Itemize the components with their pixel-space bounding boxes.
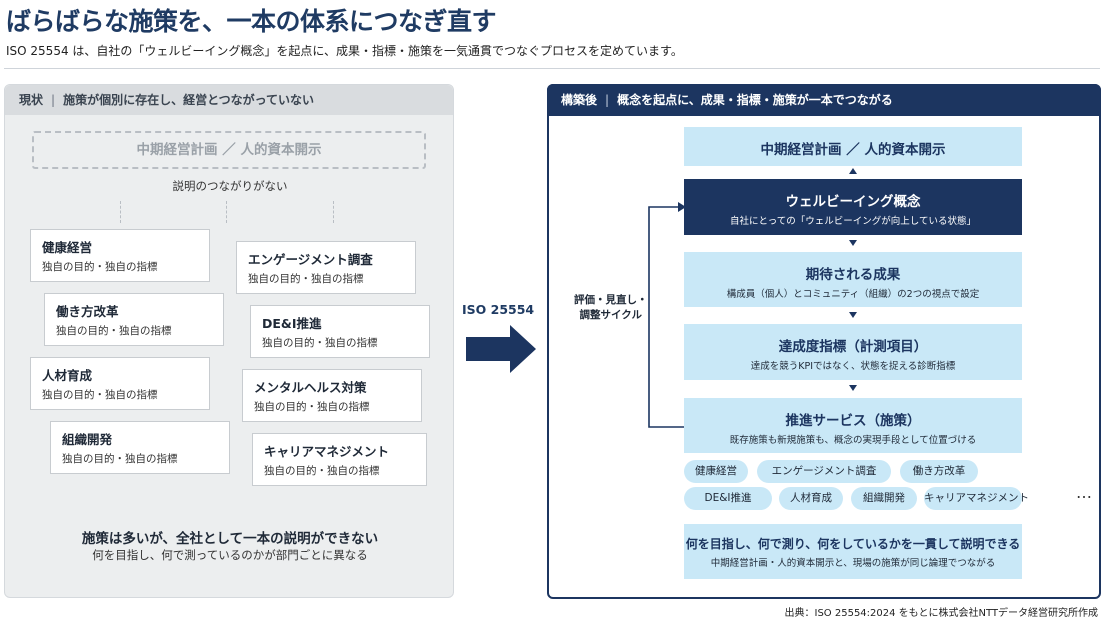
- initiative-card-hr-development: 人材育成 独自の目的・独自の指標: [30, 357, 210, 410]
- initiative-desc: 独自の目的・独自の指標: [254, 401, 370, 413]
- wellbeing-concept-box: ウェルビーイング概念 自社にとっての「ウェルビーイングが向上している状態」: [684, 179, 1022, 235]
- consistent-explanation-box: 何を目指し、何で測り、何をしているかを一貫して説明できる 中期経営計画・人的資本…: [684, 524, 1022, 579]
- more-ellipsis: …: [1076, 483, 1093, 502]
- feedback-loop-line: [648, 202, 686, 428]
- transition-arrow-icon: [466, 325, 536, 373]
- promotion-services-box: 推進サービス（施策） 既存施策も新規施策も、概念の実現手段として位置づける: [684, 398, 1022, 453]
- down-arrow-icon: [849, 240, 857, 246]
- current-state-panel: 現状 | 施策が個別に存在し、経営とつながっていない 中期経営計画 ／ 人的資本開示…: [4, 84, 454, 598]
- initiative-pill: 健康経営: [684, 460, 748, 483]
- future-state-header: 構築後 | 概念を起点に、成果・指標・施策が一本でつながる: [547, 84, 1101, 116]
- current-state-text: 施策が個別に存在し、経営とつながっていない: [63, 93, 314, 107]
- initiative-pill: 人材育成: [779, 487, 843, 510]
- initiative-name: DE&I推進: [262, 316, 322, 331]
- future-state-conclusion-sub: 中期経営計画・人的資本開示と、現場の施策が同じ論理でつながる: [710, 558, 996, 569]
- current-state-conclusion: 施策は多いが、全社として一本の説明ができない: [81, 531, 379, 547]
- expected-outcomes-box: 期待される成果 構成員（個人）とコミュニティ（組織）の2つの視点で設定: [684, 252, 1022, 307]
- future-state-tag: 構築後: [561, 93, 598, 107]
- future-state-conclusion: 何を目指し、何で測り、何をしているかを一貫して説明できる: [685, 537, 1021, 551]
- down-arrow-icon: [849, 312, 857, 318]
- initiative-name: エンゲージメント調査: [248, 252, 373, 267]
- step-subtitle: 既存施策も新規施策も、概念の実現手段として位置づける: [729, 435, 977, 446]
- page-title: ばらばらな施策を、一本の体系につなぎ直す: [6, 7, 497, 36]
- initiative-card-engagement: エンゲージメント調査 独自の目的・独自の指標: [236, 241, 416, 294]
- page-subtitle: ISO 25554 は、自社の「ウェルビーイング概念」を起点に、成果・指標・施策…: [6, 44, 683, 58]
- initiative-desc: 独自の目的・独自の指標: [262, 337, 378, 349]
- dashed-connector: [333, 201, 334, 223]
- initiative-name: 人材育成: [42, 368, 93, 383]
- review-cycle-line-2: 調整サイクル: [579, 309, 642, 321]
- current-state-conclusion-sub: 何を目指し、何で測っているのかが部門ごとに異なる: [92, 548, 368, 562]
- step-title: 推進サービス（施策）: [785, 413, 921, 429]
- initiative-desc: 独自の目的・独自の指標: [42, 261, 158, 273]
- dashed-connector: [120, 201, 121, 223]
- divider: [4, 68, 1100, 69]
- future-state-text: 概念を起点に、成果・指標・施策が一本でつながる: [617, 93, 893, 107]
- initiative-name: キャリアマネジメント: [264, 444, 390, 459]
- current-state-tag: 現状: [19, 93, 44, 107]
- review-cycle-label: 評価・見直し・ 調整サイクル: [574, 293, 648, 323]
- management-plan-box: 中期経営計画 ／ 人的資本開示: [684, 127, 1022, 166]
- header-separator: |: [51, 93, 56, 107]
- management-plan-title: 中期経営計画 ／ 人的資本開示: [760, 142, 946, 158]
- initiative-card-mental-health: メンタルヘルス対策 独自の目的・独自の指標: [242, 369, 422, 422]
- achievement-indicators-box: 達成度指標（計測項目） 達成を競うKPIではなく、状態を捉える診断指標: [684, 324, 1022, 380]
- initiative-name: 健康経営: [42, 240, 93, 255]
- source-citation: 出典：ISO 25554:2024 をもとに株式会社NTTデータ経営研究所作成: [784, 608, 1098, 619]
- initiative-desc: 独自の目的・独自の指標: [62, 453, 178, 465]
- header-separator: |: [605, 93, 610, 107]
- initiative-name: メンタルヘルス対策: [254, 380, 367, 395]
- step-title: 達成度指標（計測項目）: [778, 339, 928, 355]
- initiative-desc: 独自の目的・独自の指標: [56, 325, 172, 337]
- management-plan-dashed-box: 中期経営計画 ／ 人的資本開示: [32, 131, 426, 169]
- up-arrow-icon: [849, 168, 857, 174]
- no-connection-label: 説明のつながりがない: [172, 179, 288, 193]
- initiative-card-dei: DE&I推進 独自の目的・独自の指標: [250, 305, 430, 358]
- initiative-pill: DE&I推進: [684, 487, 772, 510]
- initiative-name: 組織開発: [62, 432, 113, 447]
- initiative-pill: 働き方改革: [900, 460, 978, 483]
- down-arrow-icon: [849, 385, 857, 391]
- initiative-card-org-development: 組織開発 独自の目的・独自の指標: [50, 421, 230, 474]
- current-state-header: 現状 | 施策が個別に存在し、経営とつながっていない: [5, 85, 453, 115]
- iso-standard-label: ISO 25554: [462, 302, 535, 317]
- initiative-name: 働き方改革: [56, 304, 119, 319]
- step-subtitle: 構成員（個人）とコミュニティ（組織）の2つの視点で設定: [726, 289, 980, 300]
- step-title: ウェルビーイング概念: [785, 194, 921, 210]
- initiative-pill: エンゲージメント調査: [757, 460, 891, 483]
- step-subtitle: 自社にとっての「ウェルビーイングが向上している状態」: [730, 216, 976, 227]
- initiative-card-health: 健康経営 独自の目的・独自の指標: [30, 229, 210, 282]
- step-subtitle: 達成を競うKPIではなく、状態を捉える診断指標: [750, 361, 956, 372]
- initiative-pill: 組織開発: [851, 487, 917, 510]
- review-cycle-line-1: 評価・見直し・: [574, 294, 648, 306]
- step-title: 期待される成果: [805, 267, 901, 283]
- initiative-desc: 独自の目的・独自の指標: [42, 389, 158, 401]
- dashed-connector: [226, 201, 227, 223]
- initiative-desc: 独自の目的・独自の指標: [248, 273, 364, 285]
- initiative-desc: 独自の目的・独自の指標: [264, 465, 380, 477]
- initiative-card-workstyle: 働き方改革 独自の目的・独自の指標: [44, 293, 224, 346]
- initiative-card-career: キャリアマネジメント 独自の目的・独自の指標: [252, 433, 427, 486]
- initiative-pill: キャリアマネジメント: [924, 487, 1029, 510]
